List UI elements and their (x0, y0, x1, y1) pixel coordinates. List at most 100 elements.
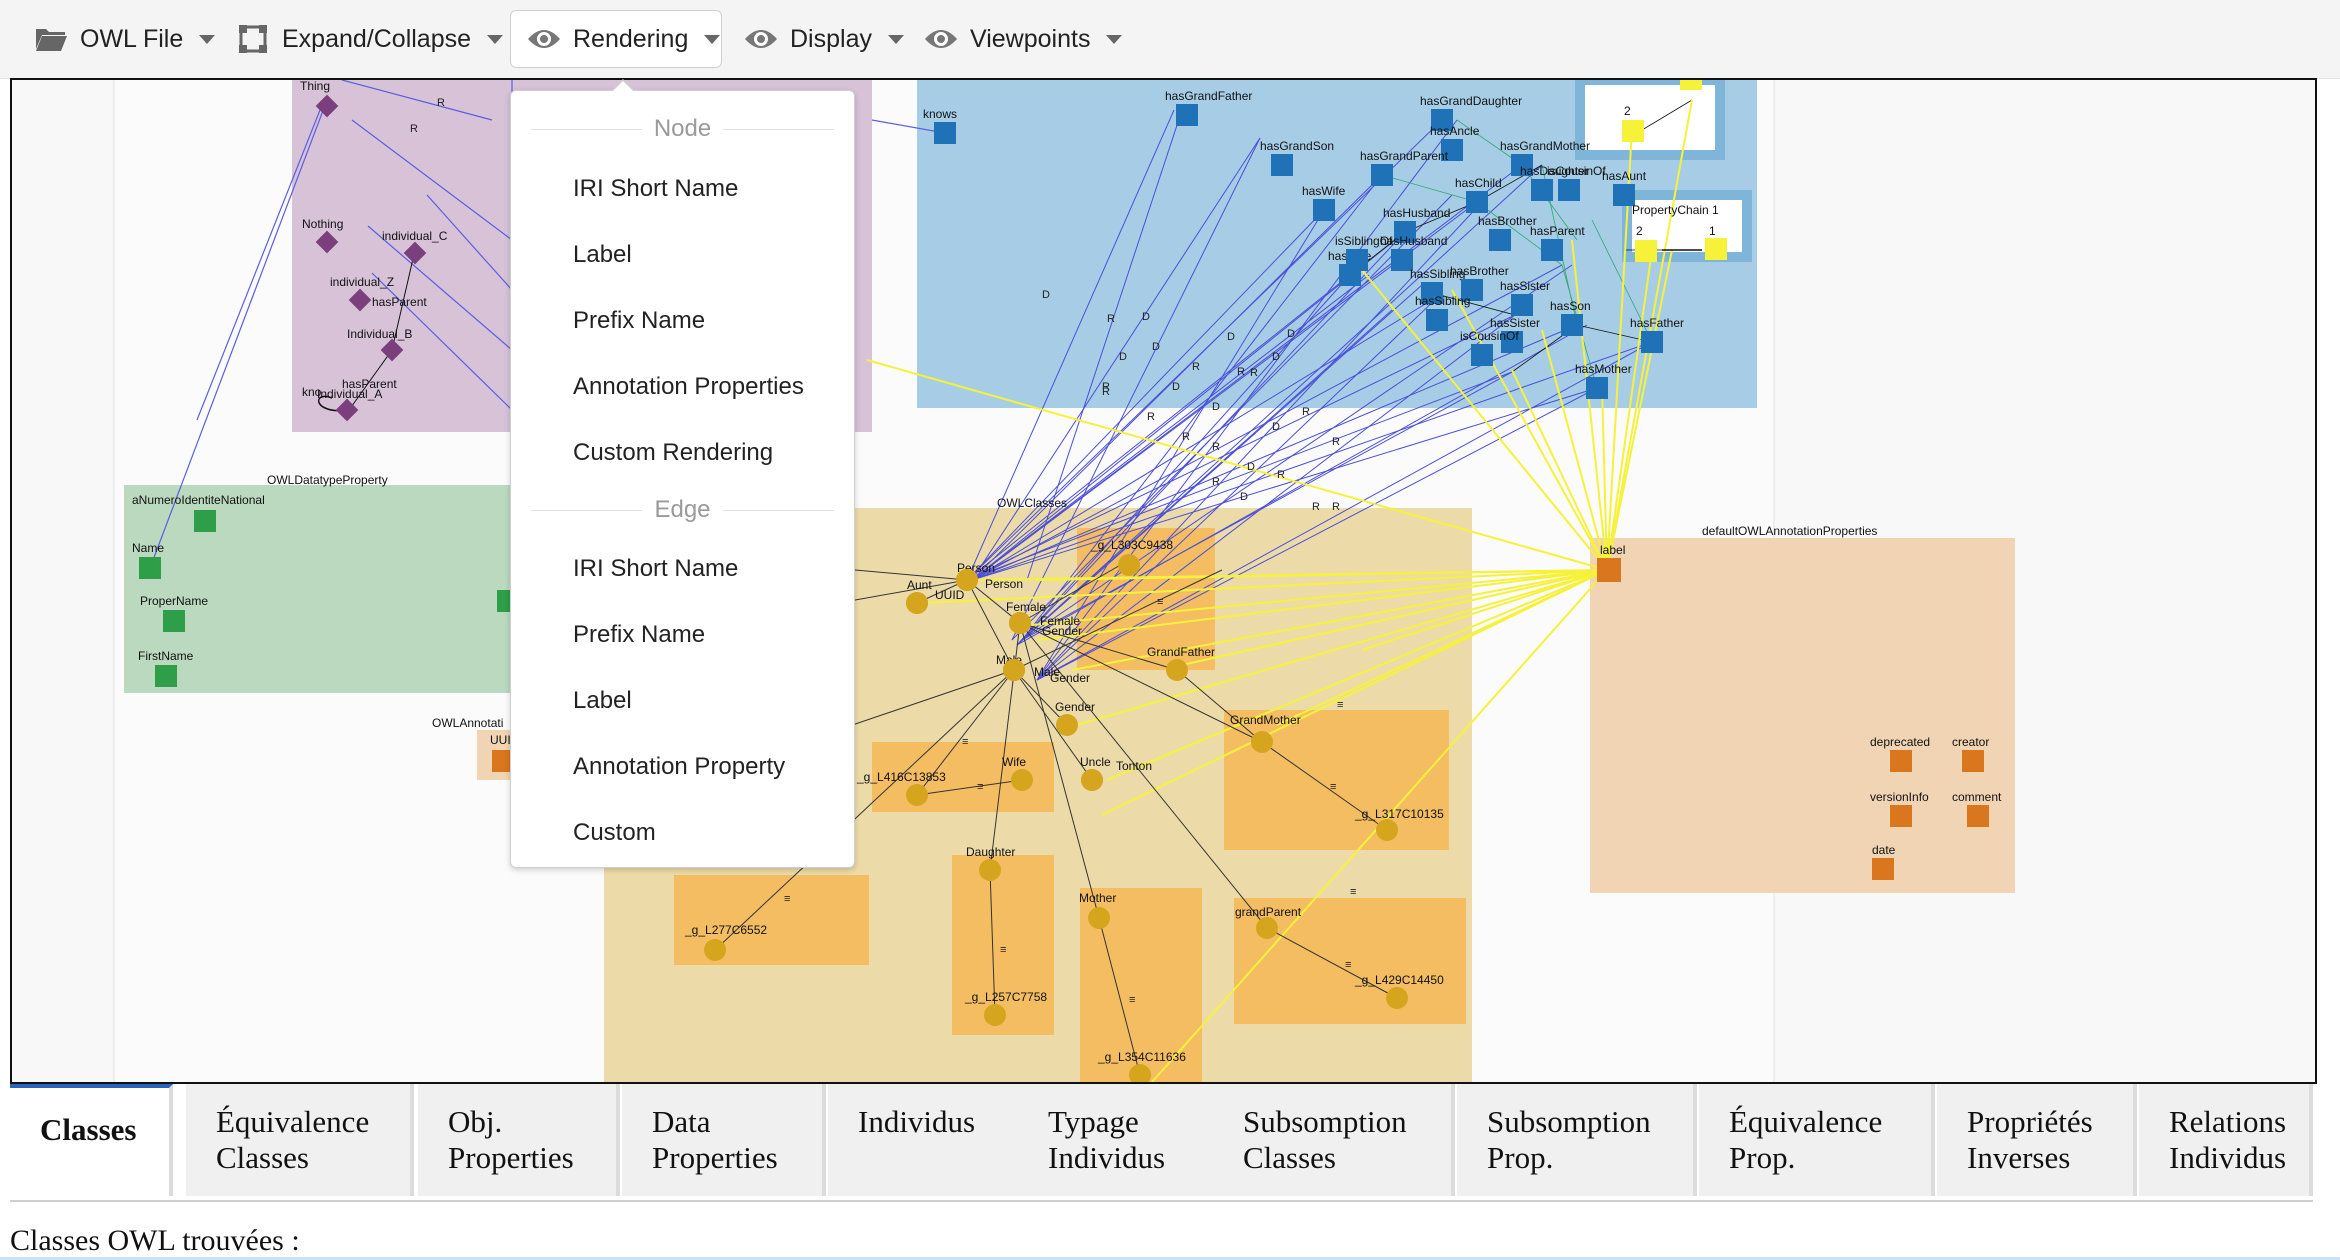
datatype-node[interactable]: FirstName (138, 649, 194, 687)
tab-classes[interactable]: Classes (10, 1084, 173, 1196)
object-property-node[interactable]: isCousinOf (1460, 329, 1519, 366)
class-node[interactable]: Tonton (1081, 759, 1152, 791)
tab-typage-individus[interactable]: Typage Individus (1018, 1084, 1222, 1196)
object-property-node[interactable]: hasSister (1490, 316, 1540, 353)
object-property-node[interactable]: hasAncle (1430, 124, 1480, 161)
class-node[interactable]: Gender (1055, 700, 1095, 736)
annotation-node[interactable]: UUI (490, 733, 511, 772)
class-node[interactable]: GrandMother (1230, 713, 1301, 753)
edge-labels: R R D D D D R D R D R R R R D R D R R R … (410, 97, 1356, 1006)
object-property-node[interactable]: hasHusband (1380, 234, 1447, 271)
object-property-node[interactable]: hasParent (1530, 224, 1585, 261)
object-property-node[interactable]: knows (923, 107, 957, 144)
class-node[interactable]: _g_L257C7758 (964, 990, 1047, 1026)
svg-text:Daughter: Daughter (966, 845, 1015, 859)
class-node[interactable]: Mother (1079, 891, 1116, 929)
object-property-node[interactable]: hasDaughter (1520, 164, 1589, 201)
edge-label-domain: D (1152, 341, 1160, 353)
object-property-node[interactable]: hasWife (1302, 184, 1346, 221)
class-node[interactable]: Gender (1009, 612, 1082, 638)
ontology-graph[interactable]: R R D D D D R D R D R R R R D R D R R R … (12, 80, 2315, 1082)
node-annotation-properties-option[interactable]: Annotation Properties (573, 373, 804, 400)
object-property-node[interactable]: hasBrother (1478, 214, 1537, 251)
rendering-button[interactable]: Rendering (510, 10, 722, 68)
class-node[interactable]: Wife (1002, 755, 1033, 791)
edge-label-range: R (1302, 406, 1310, 418)
node-prefix-name-option[interactable]: Prefix Name (573, 307, 706, 334)
edge-annotation-property-option[interactable]: Annotation Property (573, 753, 786, 780)
class-node[interactable]: Gender (1003, 659, 1090, 685)
property-chain-node[interactable]: 1 (1705, 224, 1727, 260)
tab-obj-properties[interactable]: Obj. Properties (418, 1084, 620, 1196)
node-iri-short-name-option[interactable]: IRI Short Name (573, 175, 739, 202)
owl-file-button[interactable]: OWL File (18, 10, 231, 68)
class-node[interactable]: _g_L277C6552 (684, 923, 767, 961)
object-property-node[interactable]: hasFather (1630, 316, 1684, 353)
class-node[interactable]: UUID (906, 588, 965, 614)
object-property-node[interactable]: isSiblingOf (1335, 234, 1393, 271)
object-property-node[interactable]: hasAunt (1602, 169, 1647, 206)
annotation-node[interactable]: date (1872, 843, 1896, 880)
class-node[interactable]: _g_L416C13853 (856, 770, 946, 806)
property-chain-node[interactable]: 2 (1635, 224, 1657, 262)
edge-prefix-name-option[interactable]: Prefix Name (573, 621, 706, 648)
object-property-node[interactable]: hasGrandMother (1500, 139, 1590, 176)
class-node[interactable]: _g_L429C14450 (1354, 973, 1444, 1009)
object-property-node[interactable]: hasGrandDaughter (1420, 94, 1522, 131)
svg-text:hasDaughter: hasDaughter (1520, 164, 1589, 178)
edge-iri-short-name-option[interactable]: IRI Short Name (573, 555, 739, 582)
object-property-node[interactable]: hasChild (1455, 176, 1502, 213)
node-custom-rendering-option[interactable]: Custom Rendering (573, 439, 774, 466)
class-node[interactable]: _g_L317C10135 (1354, 807, 1444, 841)
tab-equivalence-classes[interactable]: Équivalence Classes (186, 1084, 414, 1196)
tab-equivalence-prop[interactable]: Équivalence Prop. (1699, 1084, 1935, 1196)
annotation-node[interactable]: versionInfo (1870, 790, 1929, 827)
datatype-node[interactable]: ProperName (140, 594, 208, 632)
tab-subsomption-classes[interactable]: Subsomption Classes (1213, 1084, 1455, 1196)
object-property-node[interactable]: hasSibling (1410, 267, 1465, 304)
annotation-node[interactable]: label (1597, 543, 1625, 582)
tab-subsomption-prop[interactable]: Subsomption Prop. (1457, 1084, 1697, 1196)
object-property-node[interactable]: hasSibling (1415, 294, 1470, 331)
expand-collapse-button[interactable]: Expand/Collapse (220, 10, 519, 68)
datatype-node[interactable]: aNumeroIdentiteNational (132, 493, 265, 532)
svg-text:Aunt: Aunt (907, 578, 932, 592)
tab-individus[interactable]: Individus (828, 1084, 1026, 1196)
annotation-node[interactable]: deprecated (1870, 735, 1930, 772)
tab-data-properties[interactable]: Data Properties (622, 1084, 826, 1196)
tab-proprietes-inverses[interactable]: Propriétés Inverses (1937, 1084, 2137, 1196)
viewpoints-button[interactable]: Viewpoints (908, 10, 1138, 68)
object-property-node[interactable]: hasMother (1575, 362, 1632, 399)
object-property-node[interactable]: isCousinOf (1547, 164, 1606, 201)
datatype-node[interactable]: Name (132, 541, 164, 579)
class-node[interactable]: Person (956, 569, 1023, 591)
object-property-node[interactable]: hasGrandParent (1360, 149, 1449, 186)
viewpoints-label: Viewpoints (970, 24, 1091, 53)
object-property-node[interactable]: hasHusband (1383, 206, 1450, 243)
class-node[interactable]: _g_L303C9438 (1090, 538, 1173, 576)
object-property-node[interactable]: hasSon (1550, 299, 1591, 336)
annotation-node[interactable]: comment (1952, 790, 2002, 827)
object-property-node[interactable]: hasGrandFather (1165, 89, 1252, 126)
edge-label-domain: D (1227, 331, 1235, 343)
svg-text:Male: Male (1034, 665, 1060, 679)
tab-relations-individus[interactable]: Relations Individus (2139, 1084, 2313, 1196)
graph-canvas[interactable]: R R D D D D R D R D R R R R D R D R R R … (10, 78, 2317, 1084)
class-node[interactable]: GrandFather (1147, 645, 1215, 681)
object-property-node[interactable]: hasBrother (1450, 264, 1509, 301)
object-property-node[interactable]: hasGrandSon (1260, 139, 1334, 176)
annotation-node[interactable]: creator (1952, 735, 1989, 772)
object-property-node[interactable]: hasSister (1500, 279, 1550, 316)
class-node[interactable]: _g_L354C11636 (1097, 1050, 1186, 1082)
property-chain-node[interactable]: 2 (1622, 104, 1644, 142)
class-node[interactable]: grandParent (1235, 905, 1302, 939)
svg-text:Wife: Wife (1002, 755, 1026, 769)
edge-label-option[interactable]: Label (573, 687, 632, 714)
display-button[interactable]: Display (728, 10, 920, 68)
edge-label-range: R (1102, 381, 1110, 393)
node-label-option[interactable]: Label (573, 241, 632, 268)
edge-custom-option[interactable]: Custom (573, 819, 656, 846)
class-node[interactable]: Daughter (966, 845, 1015, 881)
